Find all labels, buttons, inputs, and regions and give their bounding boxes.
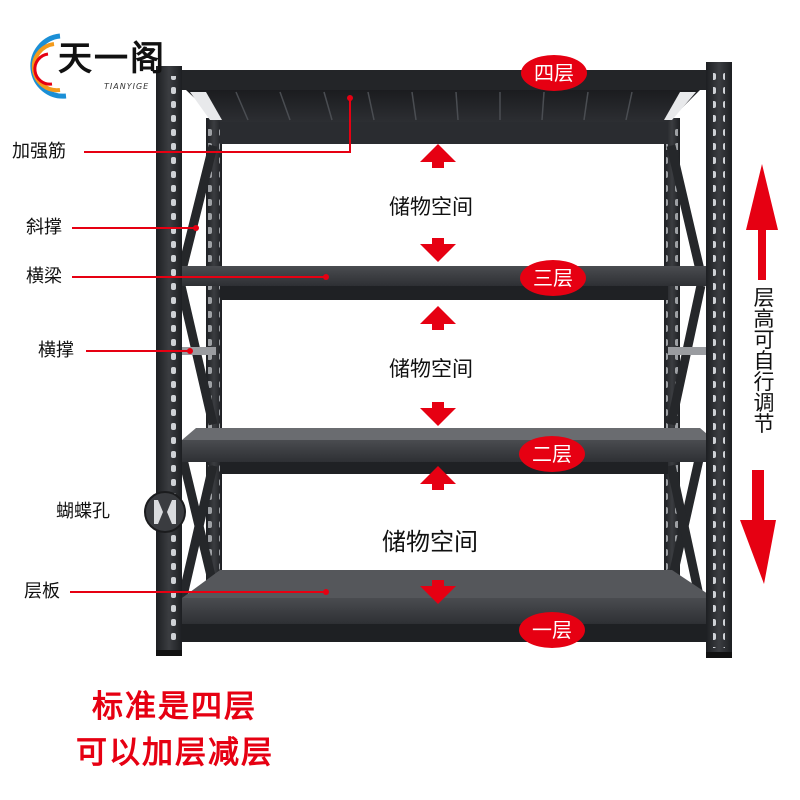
- level-1-badge: 一层: [519, 612, 585, 648]
- label-diagonal-brace: 斜撑: [26, 217, 62, 238]
- butterfly-hole-zoom: [144, 491, 186, 533]
- adjust-char: 节: [753, 412, 775, 436]
- storage-arrows: [420, 144, 456, 604]
- part-leader-dots: [187, 95, 353, 595]
- label-rib: 加强筋: [12, 141, 66, 162]
- label-butterfly-hole: 蝴蝶孔: [56, 501, 110, 522]
- slogan-line-2: 可以加层减层: [76, 735, 274, 771]
- brand-name: 天一阁: [58, 39, 166, 79]
- brand-name-en: TIANYIGE: [104, 82, 150, 91]
- height-adjust-arrow: [740, 164, 778, 584]
- adjust-char: 可: [753, 328, 775, 352]
- part-leader-lines: [70, 98, 351, 593]
- level-2-badge: 二层: [519, 436, 585, 472]
- label-shelf-board: 层板: [24, 581, 60, 602]
- brand-logo-mark: [30, 33, 67, 99]
- adjust-char: 层: [753, 286, 775, 310]
- left-cross-brace: [182, 347, 216, 355]
- right-cross-brace: [668, 347, 706, 355]
- top-shelf-ribs: [235, 91, 633, 121]
- level2-front-beam: [182, 440, 714, 462]
- arrow-down-1: [420, 238, 456, 262]
- adjust-char: 行: [753, 370, 775, 394]
- storage-space-middle: 储物空间: [389, 357, 473, 381]
- storage-space-bottom: 储物空间: [382, 528, 478, 556]
- label-beam: 横梁: [26, 266, 62, 287]
- storage-space-top: 储物空间: [389, 195, 473, 219]
- adjust-char: 调: [753, 391, 775, 415]
- slogan-line-1: 标准是四层: [92, 689, 257, 725]
- arrow-down-3: [420, 580, 456, 604]
- right-diagonal-braces: [666, 144, 706, 606]
- arrow-up-1: [420, 144, 456, 168]
- level1-front-beam: [182, 598, 714, 624]
- top-front-beam: [172, 70, 714, 90]
- adjust-char: 高: [753, 307, 775, 331]
- adjust-char: 自: [753, 349, 775, 373]
- top-shelf-panel: [186, 90, 700, 122]
- label-cross-brace: 横撑: [38, 340, 74, 361]
- level-3-badge: 三层: [520, 260, 586, 296]
- arrow-up-2: [420, 306, 456, 330]
- level2-shelf-top: [182, 428, 714, 440]
- arrow-down-2: [420, 402, 456, 426]
- left-post-holes: [164, 76, 176, 646]
- level-4-badge: 四层: [521, 55, 587, 91]
- arrow-up-3: [420, 466, 456, 490]
- height-adjust-note: 层 高 可 自 行 调 节: [752, 288, 776, 435]
- right-post-holes: [713, 72, 725, 648]
